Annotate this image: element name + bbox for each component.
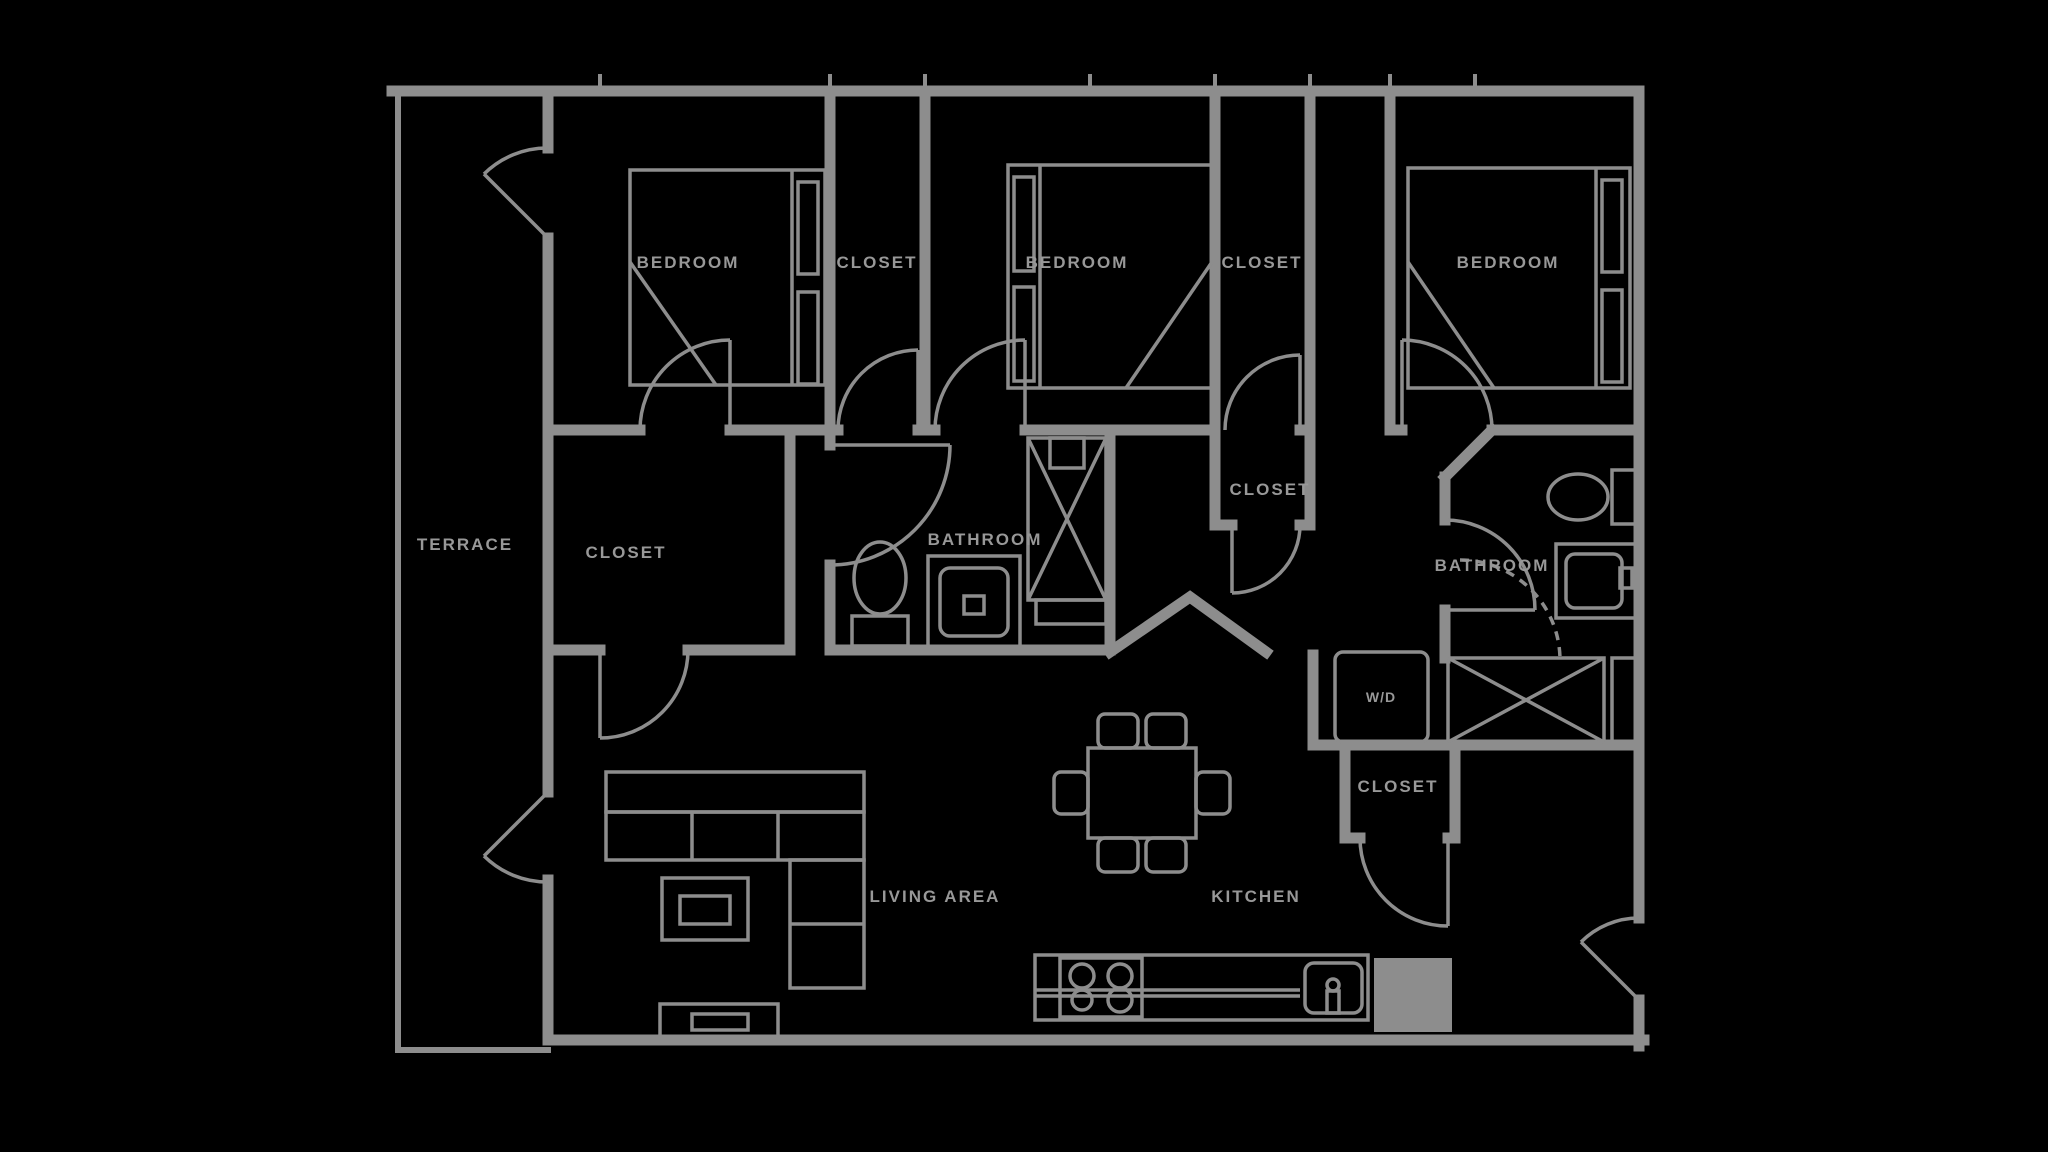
bedroom-2-door-arc	[933, 338, 1027, 431]
entry-closet-door-arc	[1358, 837, 1450, 928]
room-label-closet-1: CLOSET	[837, 253, 918, 272]
closet-1-door-arc	[836, 348, 920, 431]
hall-closet-door-arc	[598, 649, 690, 740]
tv-console-icon	[658, 1002, 780, 1042]
room-label-hall-closet: CLOSET	[586, 543, 667, 562]
kitchen-sink-icon	[1303, 961, 1364, 1015]
room-label-bedroom-1: BEDROOM	[637, 253, 740, 272]
room-label-entry-closet: CLOSET	[1358, 777, 1439, 796]
unit-walls	[386, 85, 1650, 1052]
kitchen-end-block	[1374, 958, 1452, 1032]
coffee-table-icon	[660, 876, 750, 942]
room-label-closet-2: CLOSET	[1222, 253, 1303, 272]
toilet-icon-bathroom-1	[850, 540, 910, 648]
terrace-outer-wall	[395, 88, 551, 1053]
washer-dryer-icon	[1333, 650, 1430, 744]
terrace-bottom-door-arc	[482, 790, 550, 884]
room-label-kitchen: KITCHEN	[1211, 887, 1301, 906]
room-label-washer-dryer: W/D	[1366, 689, 1396, 705]
room-label-terrace: TERRACE	[417, 535, 513, 554]
room-label-bedroom-3: BEDROOM	[1457, 253, 1560, 272]
shower-icon-bathroom-1	[1026, 436, 1108, 626]
dimension-ticks	[598, 74, 1477, 93]
dining-table-icon	[1052, 712, 1232, 874]
bed-icon-bedroom-2	[1006, 163, 1214, 390]
bed-icon-bedroom-3	[1406, 166, 1632, 390]
vanity-sink-icon-bathroom-1	[926, 554, 1022, 650]
room-labels: TERRACE BEDROOM CLOSET BEDROOM CLOSET BE…	[417, 253, 1560, 906]
bathroom-2-dashed-arc	[1459, 558, 1562, 661]
room-label-linen-closet: CLOSET	[1230, 480, 1311, 499]
toilet-icon-bathroom-2	[1546, 468, 1638, 526]
room-label-bathroom-1: BATHROOM	[928, 530, 1043, 549]
sofa-icon	[604, 770, 866, 990]
vanity-sink-icon-bathroom-2	[1554, 542, 1638, 620]
stove-icon	[1058, 956, 1144, 1019]
room-label-bedroom-2: BEDROOM	[1026, 253, 1129, 272]
linen-closet-door-arc	[1230, 524, 1302, 595]
room-label-living-area: LIVING AREA	[870, 887, 1001, 906]
room-label-bathroom-2: BATHROOM	[1435, 556, 1550, 575]
closet-2-door-arc	[1223, 353, 1302, 431]
bedroom-3-door-arc	[1400, 338, 1494, 431]
terrace-top-door-arc	[482, 146, 550, 240]
bed-icon-bedroom-1	[628, 168, 827, 387]
tub-icon	[1446, 656, 1638, 744]
entry-door-arc	[1579, 916, 1641, 1002]
